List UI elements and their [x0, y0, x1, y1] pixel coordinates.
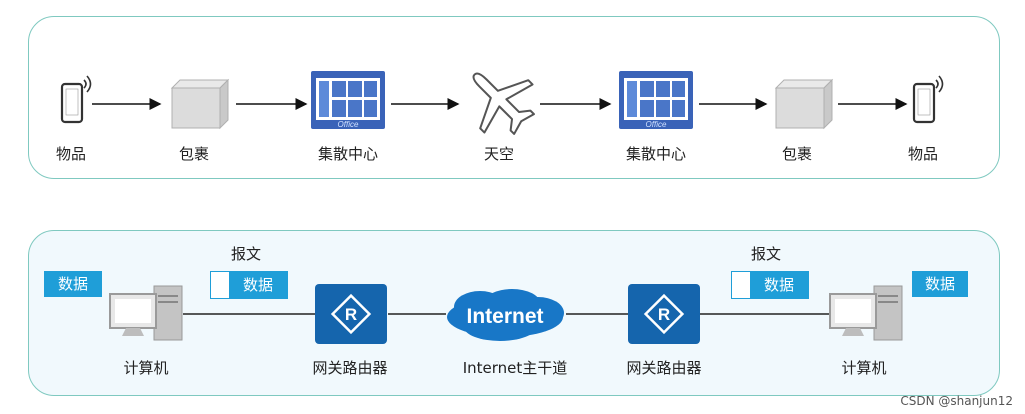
message-packet-left: 数据	[210, 271, 288, 299]
item-label-hub-2: 集散中心	[625, 145, 686, 163]
computer-label-left: 计算机	[123, 359, 169, 377]
message-title-right: 报文	[750, 245, 781, 263]
airplane-icon	[472, 72, 535, 135]
computer-label-right: 计算机	[841, 359, 887, 377]
item-label-goods-1: 物品	[55, 145, 86, 163]
box-icon	[774, 78, 834, 130]
router-icon: R	[628, 284, 700, 344]
message-title-left: 报文	[230, 245, 261, 263]
phone-icon	[912, 75, 944, 124]
item-label-parcel-2: 包裹	[781, 145, 812, 163]
data-tag-right: 数据	[912, 271, 968, 297]
office-building-icon: Office	[619, 71, 693, 129]
item-label-sky: 天空	[483, 145, 514, 163]
internet-cloud-icon: Internet	[447, 289, 564, 341]
message-data-right: 数据	[750, 272, 808, 298]
computer-icon	[109, 285, 183, 341]
phone-icon	[60, 75, 92, 124]
item-label-goods-2: 物品	[907, 145, 938, 163]
office-sign: Office	[646, 120, 667, 129]
computer-icon	[829, 285, 903, 341]
office-sign: Office	[338, 120, 359, 129]
watermark: CSDN @shanjun12	[900, 394, 1013, 408]
office-building-icon: Office	[311, 71, 385, 129]
router-label-left: 网关路由器	[312, 359, 388, 377]
router-label-right: 网关路由器	[626, 359, 702, 377]
item-label-parcel-1: 包裹	[178, 145, 209, 163]
svg-text:R: R	[658, 305, 670, 324]
svg-text:R: R	[345, 305, 357, 324]
internet-label: Internet主干道	[462, 359, 568, 377]
item-label-hub-1: 集散中心	[317, 145, 378, 163]
message-data-left: 数据	[229, 272, 287, 298]
message-packet-right: 数据	[731, 271, 809, 299]
router-icon: R	[315, 284, 387, 344]
data-tag-left: 数据	[44, 271, 102, 297]
box-icon	[170, 78, 230, 130]
svg-text:Internet: Internet	[466, 305, 543, 328]
